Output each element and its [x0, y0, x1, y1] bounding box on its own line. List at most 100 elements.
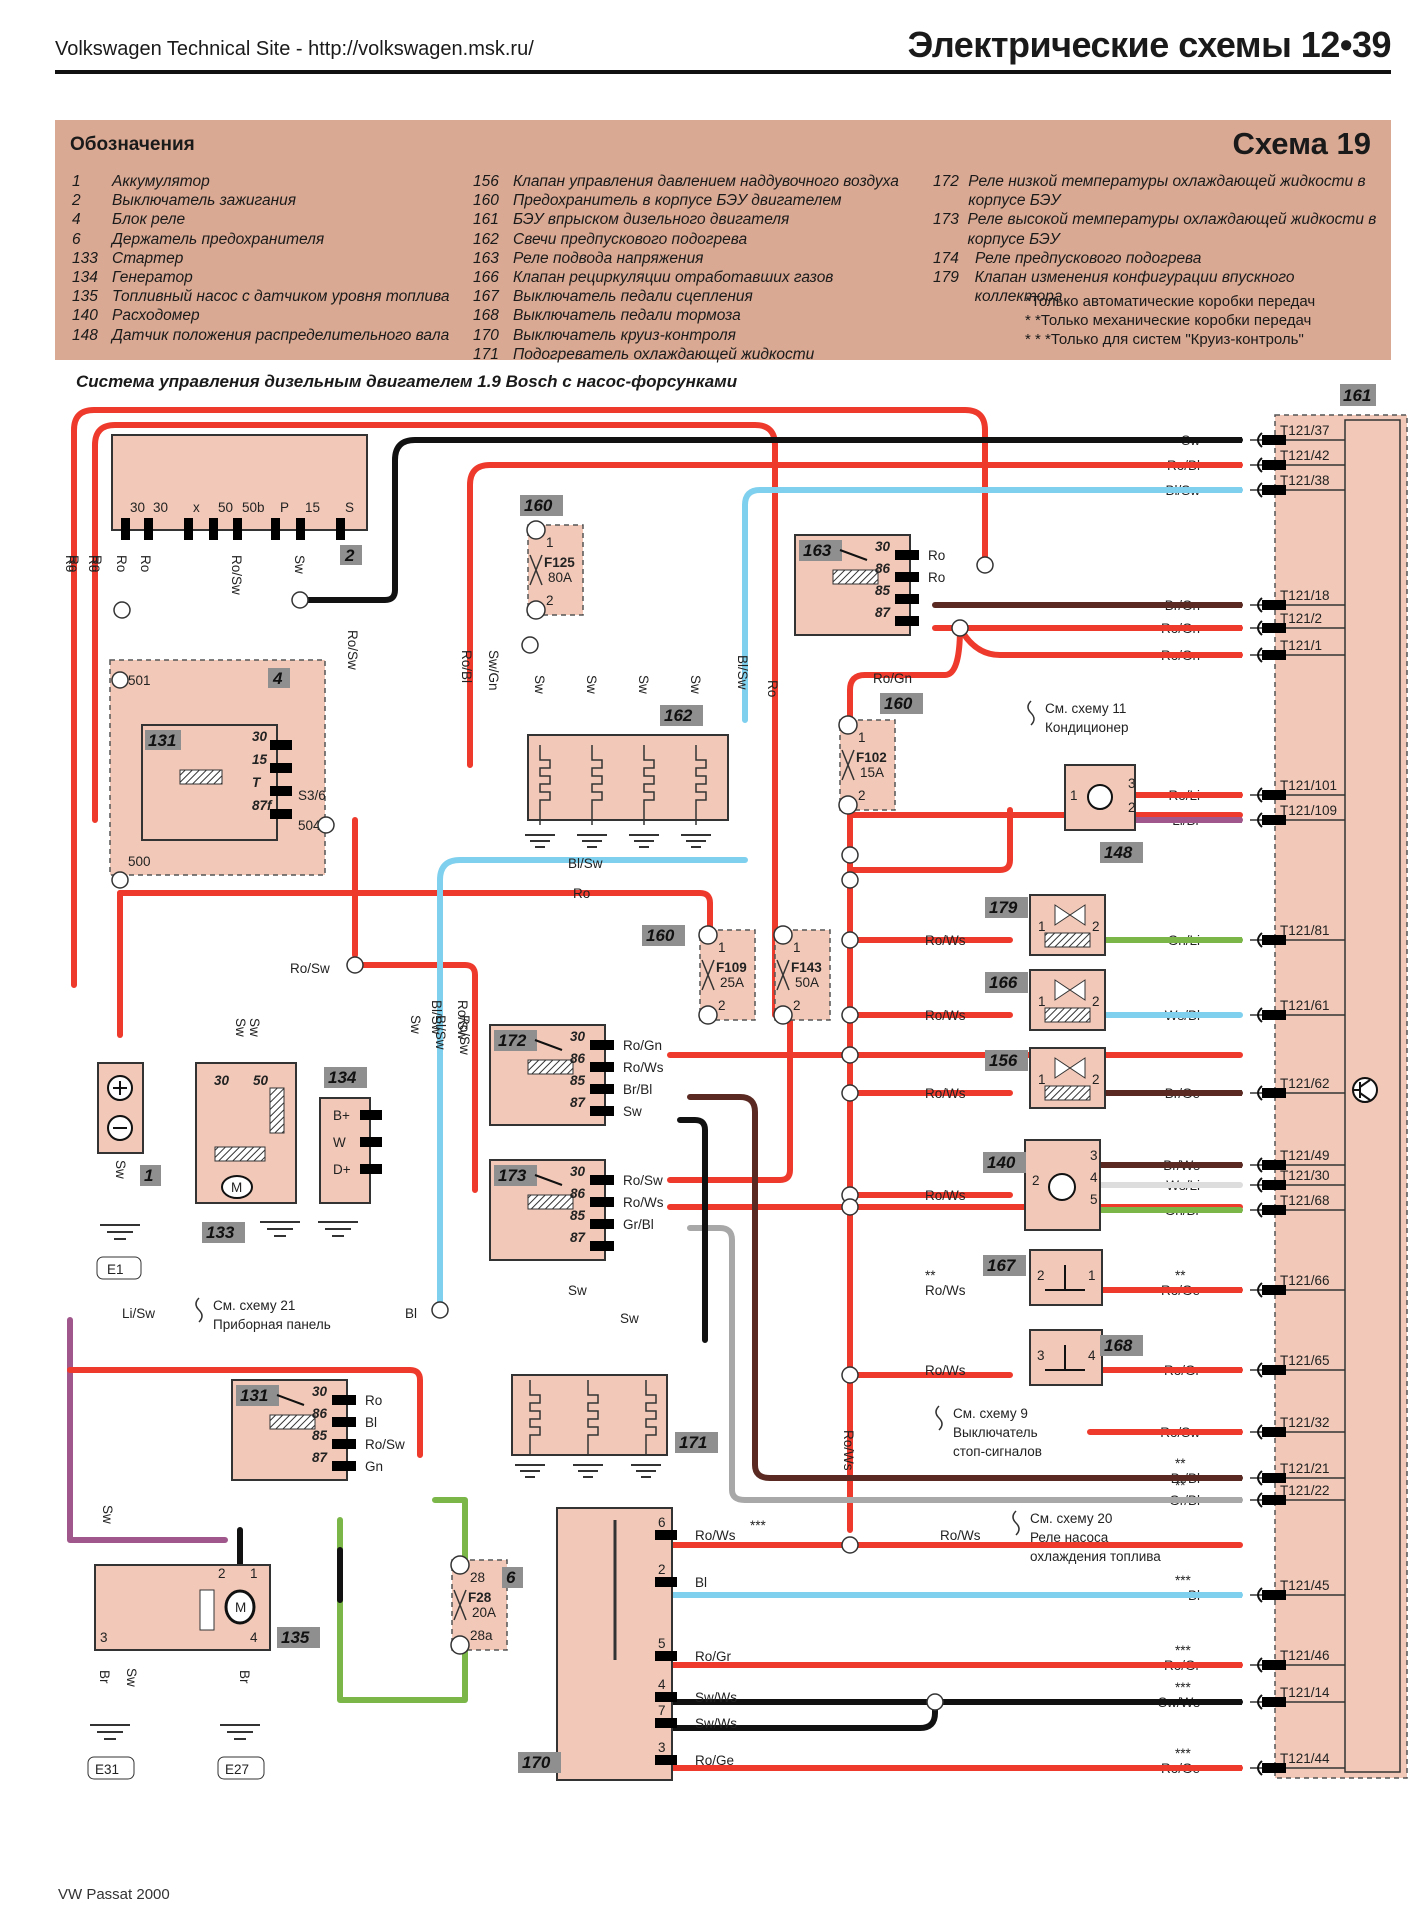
motor-label: M	[231, 1180, 242, 1195]
legend-title: Обозначения	[70, 134, 195, 155]
cross-ref-21-line: См. схему 21	[213, 1298, 295, 1313]
wire-br	[1092, 1090, 1243, 1168]
fuse-f109-node	[698, 925, 718, 945]
legend-item-number: 174	[933, 249, 959, 267]
relay-131-pin	[270, 809, 292, 819]
cruise-pin-label: 5	[658, 1636, 666, 1651]
tag-label: 172	[498, 1031, 527, 1050]
alternator-terminal-label: D+	[333, 1162, 351, 1177]
ecu-161: 161 T121/37SwT121/42Ro/BlT121/38Bl/SwT12…	[1158, 384, 1408, 1779]
battery-wire-label: Sw	[113, 1160, 128, 1179]
wire-bl-sw-mid	[437, 857, 748, 1053]
relay-131b-pin	[332, 1395, 356, 1405]
ecu-pin-connector	[1262, 1160, 1286, 1170]
ecu-pin-label: T121/45	[1280, 1578, 1330, 1593]
svg-text:161: 161	[1343, 386, 1371, 405]
ecu-pin-label: T121/49	[1280, 1148, 1330, 1163]
legend-item-number: 135	[72, 288, 98, 306]
note-cruise: * * *Только для систем "Круиз-контроль"	[1025, 331, 1304, 348]
relay-131b-wire-label: Bl	[365, 1415, 377, 1430]
ecu-pin-connector	[1262, 485, 1286, 495]
ecu-pin-connector	[1262, 623, 1286, 633]
horizontal-wire-label: Ro	[573, 886, 590, 901]
tag-bg	[985, 897, 1028, 918]
fuse-f28-fuse-icon	[453, 1589, 467, 1621]
wire-ro-ws-bus	[847, 625, 963, 1533]
legend-item-text: Реле высокой температуры охлаждающей жид…	[967, 211, 1377, 248]
legend-item-text: Выключатель круиз-контроля	[513, 326, 736, 344]
ecu-pin-label: T121/42	[1280, 448, 1330, 463]
legend-item-text: Выключатель педали тормоза	[513, 307, 741, 325]
cruise-pin-label: 3	[658, 1740, 666, 1755]
legend-item-number: 166	[473, 269, 499, 287]
heater-wire-label: Sw	[568, 1283, 587, 1298]
glow-plug-wire-label: Sw	[584, 675, 599, 694]
relay-172-pin-label: 86	[570, 1051, 586, 1066]
ignition-terminal-pin	[144, 518, 153, 540]
valve-icon	[1054, 979, 1086, 1001]
fuse-f109-body	[699, 929, 756, 1021]
ecu-pin-label: T121/14	[1280, 1685, 1330, 1700]
relay-163-pin-label: 87	[875, 605, 892, 620]
wire-ro-sw	[352, 817, 478, 1193]
ecu-pin-socket	[1257, 1085, 1263, 1101]
cross-ref-9-line: Выключатель	[953, 1425, 1038, 1440]
legend-item-text: Реле подвода напряжения	[513, 249, 704, 267]
ecu-pin-socket	[1257, 457, 1263, 473]
junction-node	[841, 931, 859, 949]
ecu-pin-socket	[1257, 1362, 1263, 1378]
valve-pin: 1	[1038, 994, 1046, 1009]
pump-pin: 4	[250, 1630, 258, 1645]
glow-plug-element	[591, 745, 603, 825]
fuse-f143-node	[773, 925, 793, 945]
tag-label: 179	[989, 898, 1018, 917]
vertical-wire-label: Ro	[86, 555, 101, 572]
junction-node	[841, 1366, 859, 1384]
tag-label: 134	[328, 1068, 357, 1087]
flowmeter-pin: 3	[1090, 1148, 1098, 1163]
fuse-f28-node	[450, 1555, 470, 1575]
ignition-terminal-label: 30	[153, 500, 168, 515]
switch-pin: 2	[1037, 1268, 1045, 1283]
junction-node	[111, 871, 129, 889]
ecu-wire-note: **	[1175, 1456, 1186, 1471]
ecu-pin-socket	[1257, 1694, 1263, 1710]
alternator-wire-label: Bl/Sw	[433, 1015, 448, 1050]
vertical-wire-label: Bl/Sw	[429, 1000, 444, 1035]
wire-sw-ws-2	[667, 1699, 938, 1731]
legend-item-text: Свечи предпускового подогрева	[513, 230, 748, 248]
cruise-wire-label: Sw/Ws	[695, 1690, 737, 1705]
ecu-pin-connector	[1262, 600, 1286, 610]
header-site: Volkswagen Technical Site - http://volks…	[55, 38, 534, 60]
ecu-pin-socket	[1257, 620, 1263, 636]
fuse-f109-node	[698, 1005, 718, 1025]
heater-wire-label: Sw	[620, 1311, 639, 1326]
alternator-wire-label: Ro/Sw	[457, 1015, 472, 1055]
ecu-pin-socket	[1257, 1157, 1263, 1173]
switch-pin: 4	[1088, 1348, 1096, 1363]
heater-tag: 171	[675, 1432, 718, 1453]
heater-element	[529, 1380, 541, 1455]
glow-plug-wire-label: Sw	[688, 675, 703, 694]
pump-wire-label: Sw	[124, 1668, 139, 1687]
fuse-f143-body	[774, 929, 831, 1021]
cruise-pin-label: 4	[658, 1677, 666, 1692]
ignition-terminal-label: x	[193, 500, 200, 515]
ignition-terminal-pin	[336, 518, 345, 540]
legend-notes: *Только автоматические коробки передач *…	[1025, 292, 1315, 349]
tag-label: 156	[989, 1051, 1018, 1070]
